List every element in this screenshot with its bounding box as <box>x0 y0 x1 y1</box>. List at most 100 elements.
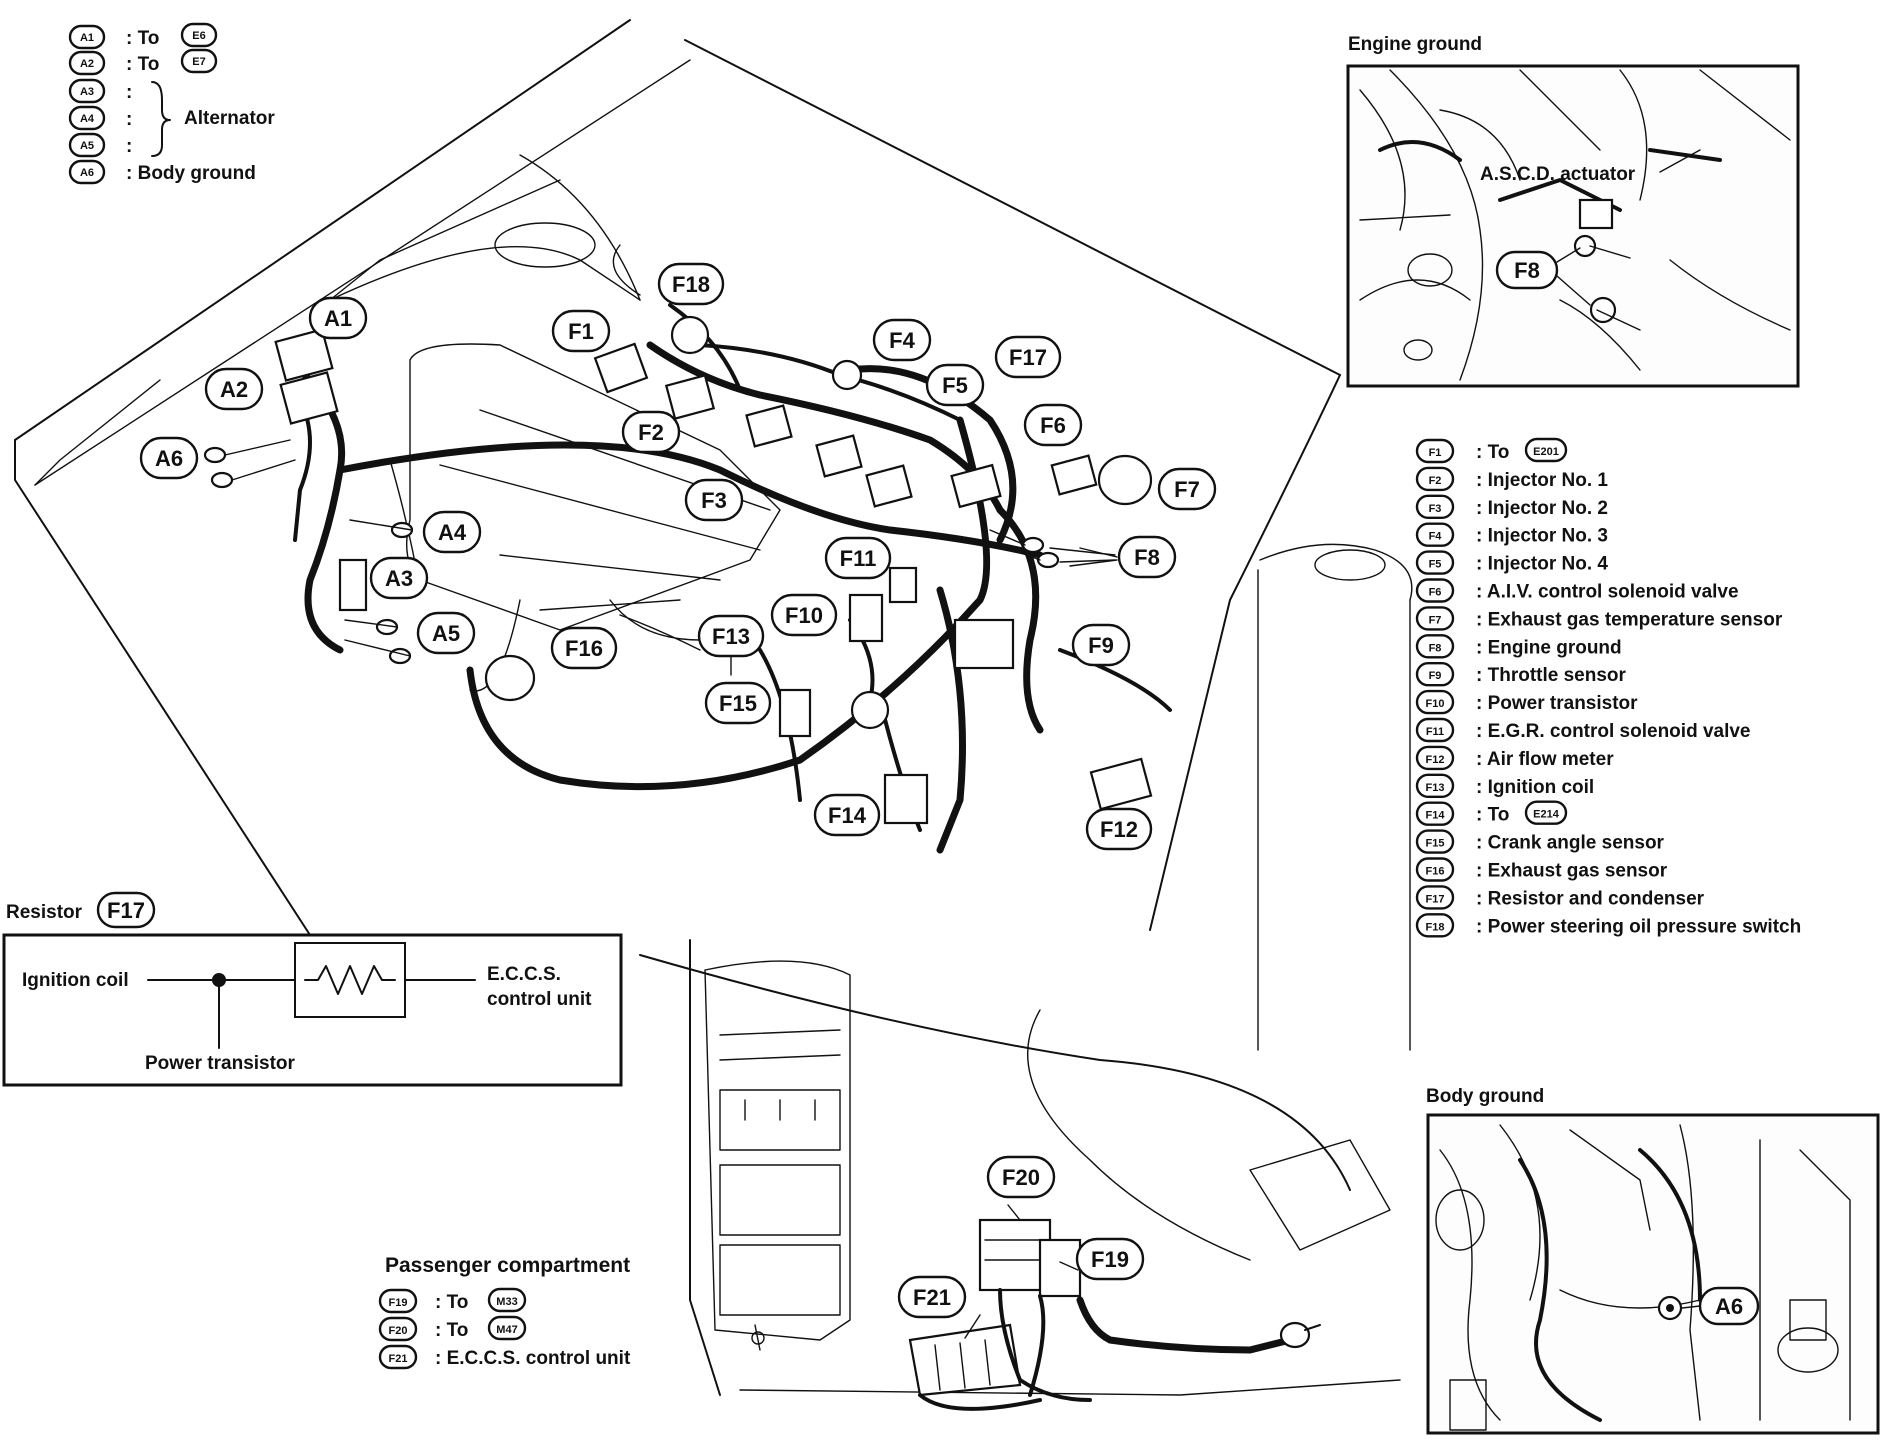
callout-f18: F18 <box>657 262 725 306</box>
callout-f4: F4 <box>872 318 932 362</box>
legend-badge-a2: A2 <box>80 58 94 70</box>
ascd-actuator-label: A.S.C.D. actuator <box>1480 164 1636 185</box>
callout-a4-text: A4 <box>438 520 467 545</box>
engine-bay-outline <box>14 19 1413 1051</box>
engine-label-bubbles: A1A2A6A4A3A5F1F18F2F3F4F5F17F6F7F8F11F10… <box>139 262 1217 851</box>
passenger-callout-f20: F20 <box>986 1155 1056 1199</box>
resistor-right-label-2: control unit <box>487 989 592 1010</box>
harness-legend-text-f8: : Engine ground <box>1476 637 1622 658</box>
passenger-callout-f19: F19 <box>1075 1237 1145 1281</box>
resistor-zigzag <box>304 965 396 995</box>
legend-text-a1: : To <box>126 28 159 49</box>
callout-f17: F17 <box>994 335 1062 379</box>
callout-f8-text: F8 <box>1134 545 1160 570</box>
harness-legend-ref-e214: E214 <box>1524 800 1568 825</box>
callout-f14-text: F14 <box>828 803 867 828</box>
callout-f17-text: F17 <box>1009 345 1047 370</box>
harness-legend-row-f15: F15 : Crank angle sensor <box>1415 829 1665 854</box>
passenger-text-f21: : E.C.C.S. control unit <box>435 1348 631 1369</box>
legend-text-a6: : Body ground <box>126 163 256 184</box>
harness-legend-row-f3: F3: Injector No. 2 <box>1415 494 1608 519</box>
legend-row-a5: A5 : <box>68 132 132 158</box>
harness-legend-text-f18: : Power steering oil pressure switch <box>1476 916 1801 937</box>
legend-ref-e7: E7 <box>192 56 205 68</box>
callout-f16: F16 <box>550 626 618 670</box>
callout-f2: F2 <box>621 410 681 454</box>
harness-legend-badge-f12: F12 <box>1415 745 1455 771</box>
engine-ground-photo <box>1346 64 1800 388</box>
harness-legend-badge-f10: F10 <box>1415 689 1455 715</box>
callout-f4-text: F4 <box>889 328 915 353</box>
callout-a1: A1 <box>308 296 368 340</box>
harness-legend-badge-f3-text: F3 <box>1429 503 1442 515</box>
harness-legend-ref-e214-text: E214 <box>1533 809 1560 821</box>
harness-legend-badge-f16: F16 <box>1415 857 1455 882</box>
legend-row-a3: A3 : <box>68 78 132 104</box>
legend-badge-a5: A5 <box>80 140 94 152</box>
callout-a3-text: A3 <box>385 566 413 591</box>
harness-legend-badge-f17: F17 <box>1415 885 1455 910</box>
harness-legend-row-f17: F17 : Resistor and condenser <box>1415 885 1705 910</box>
harness-legend-text-f16: : Exhaust gas sensor <box>1476 861 1668 882</box>
callout-f12: F12 <box>1085 807 1153 851</box>
harness-legend-badge-f2: F2 <box>1415 466 1455 492</box>
callout-f2-text: F2 <box>638 420 664 445</box>
callout-f9-text: F9 <box>1088 633 1114 658</box>
callout-f6-text: F6 <box>1040 413 1066 438</box>
harness-legend-row-f5: F5 : Injector No. 4 <box>1415 550 1608 575</box>
harness-legend-badge-f8: F8 <box>1415 634 1455 659</box>
harness-legend-text-f11: : E.G.R. control solenoid valve <box>1476 721 1751 742</box>
harness-legend-badge-f1-text: F1 <box>1429 447 1442 459</box>
harness-legend-text-f1: : To <box>1476 442 1509 463</box>
callout-f12-text: F12 <box>1100 817 1138 842</box>
passenger-badge-f20-text: F20 <box>389 1325 408 1337</box>
callout-f15: F15 <box>704 681 772 725</box>
passenger-callout-f19-text: F19 <box>1091 1247 1129 1272</box>
legend-badge-a1: A1 <box>80 32 94 44</box>
callout-f14: F14 <box>813 793 881 837</box>
legend-badge-a6: A6 <box>80 167 94 179</box>
passenger-ref-m33-text: M33 <box>496 1296 517 1308</box>
harness-legend-text-f2: : Injector No. 1 <box>1476 470 1608 491</box>
callout-f10: F10 <box>770 593 838 637</box>
harness-legend-text-f17: : Resistor and condenser <box>1476 888 1705 909</box>
harness-legend-badge-f18: F18 <box>1415 913 1455 938</box>
body-ground-photo <box>1426 1113 1880 1435</box>
engine-connectors <box>203 315 1153 825</box>
harness-legend-badge-f15: F15 <box>1415 829 1455 854</box>
callout-a2: A2 <box>204 367 264 411</box>
harness-legend-text-f5: : Injector No. 4 <box>1476 554 1608 575</box>
body-ground-title: Body ground <box>1426 1086 1544 1107</box>
callout-f1: F1 <box>551 309 611 353</box>
callout-f16-text: F16 <box>565 636 603 661</box>
harness-legend-badge-f2-text: F2 <box>1429 475 1442 487</box>
callout-f1-text: F1 <box>568 319 594 344</box>
harness-legend-text-f15: : Crank angle sensor <box>1476 833 1665 854</box>
resistor-left-label: Ignition coil <box>22 970 129 991</box>
harness-legend-badge-f6-text: F6 <box>1429 587 1442 599</box>
harness-legend-badge-f3: F3 <box>1415 494 1455 519</box>
harness-legend-text-f12: : Air flow meter <box>1476 749 1614 770</box>
harness-legend-row-f7: F7: Exhaust gas temperature sensor <box>1415 606 1783 631</box>
harness-legend-text-f7: : Exhaust gas temperature sensor <box>1476 609 1783 630</box>
legend-row-a1: A1 : To E6 <box>68 22 218 50</box>
callout-a2-text: A2 <box>220 377 248 402</box>
legend-text-a5: : <box>126 136 132 157</box>
passenger-callout-f21-text: F21 <box>913 1285 951 1310</box>
harness-legend-row-f9: F9: Throttle sensor <box>1415 662 1627 687</box>
alternator-label: Alternator <box>184 108 275 129</box>
passenger-ref-m33: M33 <box>487 1287 527 1313</box>
legend-text-a2: : To <box>126 54 159 75</box>
harness-legend-badge-f6: F6 <box>1415 578 1455 603</box>
harness-legend-row-f18: F18 : Power steering oil pressure switch <box>1415 913 1801 938</box>
harness-legend-text-f6: : A.I.V. control solenoid valve <box>1476 582 1739 603</box>
passenger-badge-f21-text: F21 <box>389 1353 408 1365</box>
resistor-right-label-1: E.C.C.S. <box>487 964 561 985</box>
callout-f11-text: F11 <box>840 546 877 571</box>
passenger-badge-f19-text: F19 <box>389 1297 408 1309</box>
harness-legend-badge-f5-text: F5 <box>1429 559 1442 571</box>
harness-legend-text-f9: : Throttle sensor <box>1476 665 1627 686</box>
